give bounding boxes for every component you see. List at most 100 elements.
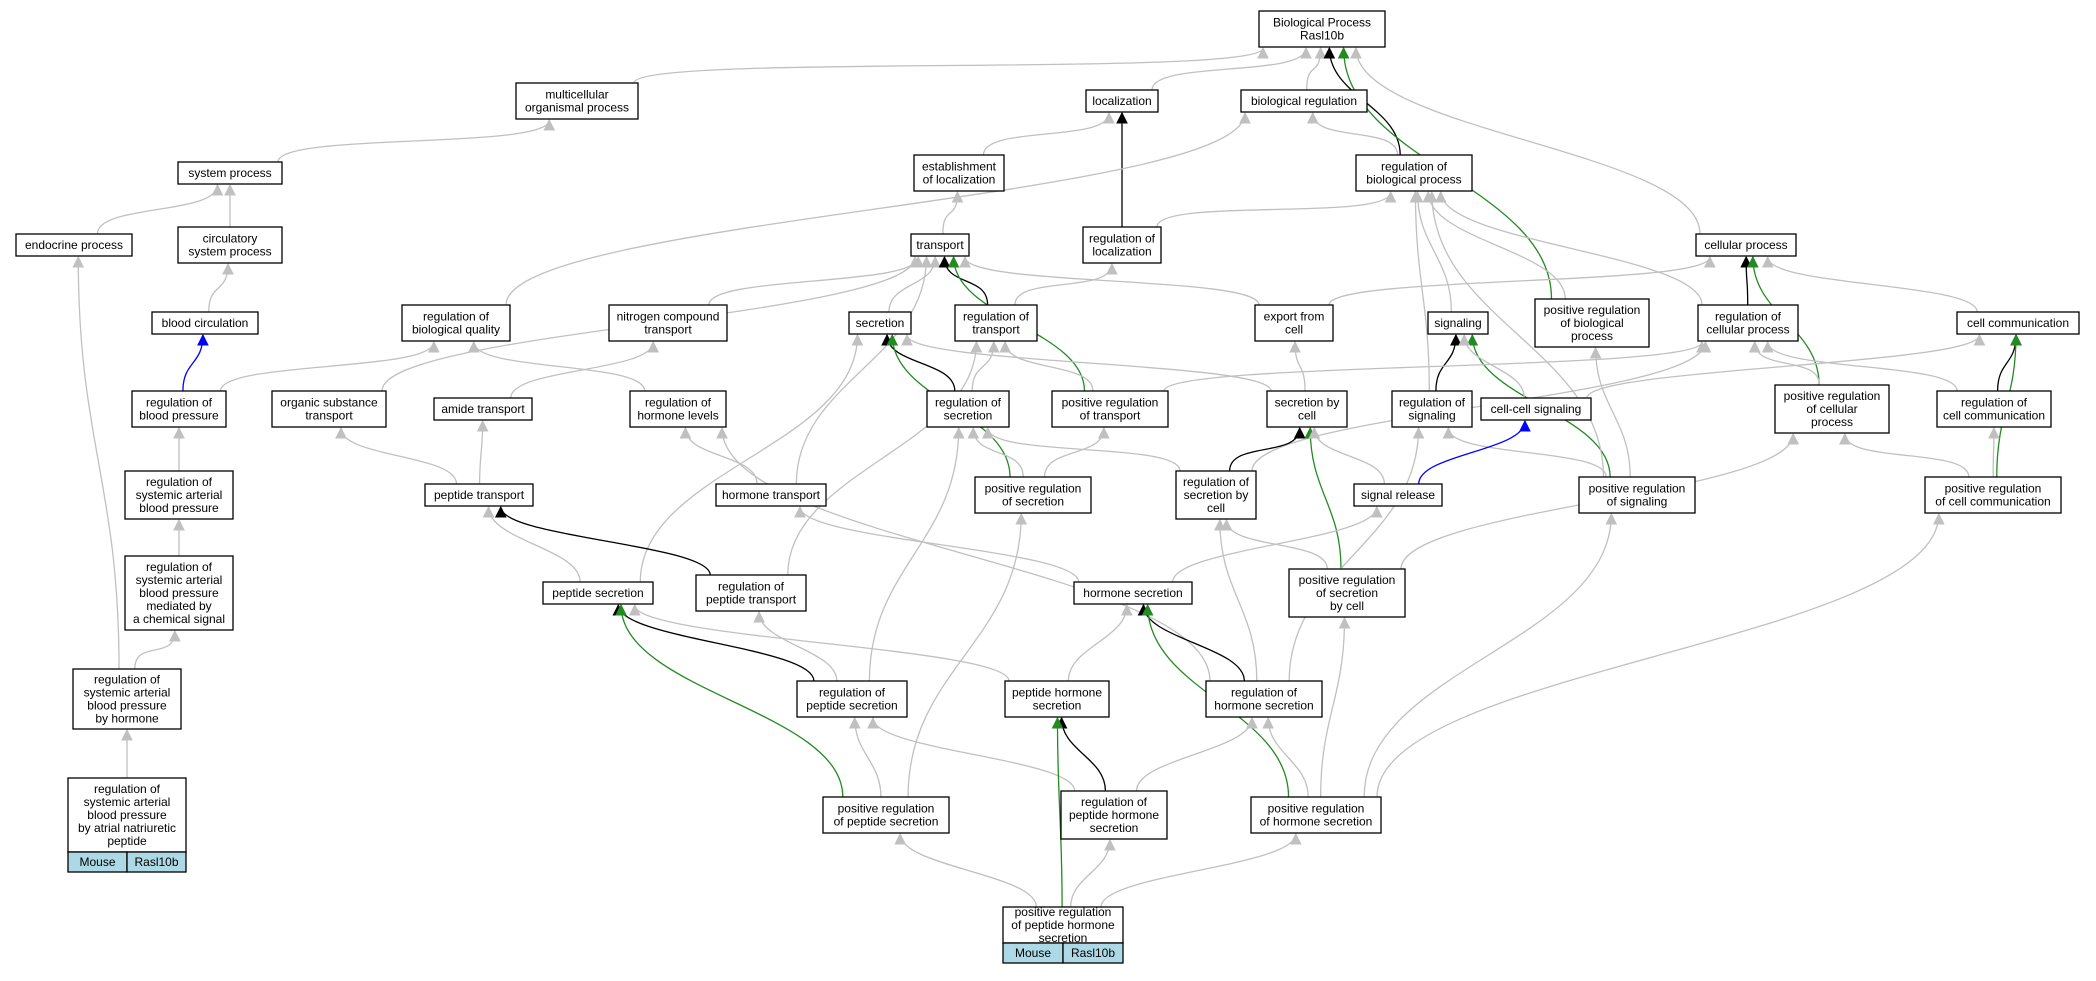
node-secretion[interactable]: secretion (848, 311, 912, 335)
node-label-line: regulation of (423, 310, 490, 324)
node-hormsec[interactable]: hormone secretion (1073, 581, 1193, 605)
node-box (177, 161, 283, 185)
node-label-line: by cell (1330, 599, 1364, 613)
node-cellproc[interactable]: cellular process (1695, 233, 1797, 257)
node-label-line: hormone transport (722, 488, 821, 502)
node-sysproc[interactable]: system process (177, 161, 283, 185)
node-label-line: of signaling (1607, 495, 1668, 509)
node-localization[interactable]: localization (1085, 89, 1159, 113)
node-peptrans[interactable]: peptide transport (424, 483, 534, 507)
node-label-line: peptide hormone (1012, 686, 1102, 700)
node-endocrine[interactable]: endocrine process (15, 233, 133, 257)
node-label-line: systemic arterial (136, 573, 223, 587)
edge-endocrine-to-sysproc (96, 183, 224, 235)
edge-regloc-to-regbio (1156, 190, 1397, 228)
node-label-line: of secretion (1316, 586, 1378, 600)
node-label-line: regulation of (1183, 475, 1250, 489)
edge-posregsig-to-regbio (1426, 190, 1605, 478)
node-box (926, 390, 1010, 428)
node-label-line: hormone levels (637, 409, 718, 423)
edge-secbycell-to-export (1289, 340, 1306, 392)
node-sigrelease[interactable]: signal release (1353, 483, 1443, 507)
node-label-line: Rasl10b (1300, 29, 1344, 43)
node-amide[interactable]: amide transport (433, 397, 533, 421)
edge-reghormsec-to-reghormlev (716, 426, 1211, 682)
node-bloodcirc[interactable]: blood circulation (151, 311, 259, 335)
edge-bloodcirc-to-circsys (208, 262, 234, 313)
node-bioreg[interactable]: biological regulation (1240, 89, 1368, 113)
edge-regsecbycell-to-regcell (1251, 340, 1712, 472)
edges-layer (72, 46, 2022, 908)
node-transport[interactable]: transport (910, 233, 970, 257)
node-box (608, 304, 728, 342)
edge-pephormsec-to-hormsec (1067, 603, 1133, 682)
node-box (913, 154, 1005, 192)
edge-posregsec-to-posregtrans (1043, 426, 1110, 478)
node-label-line: of biological (1560, 316, 1623, 330)
node-box (1051, 390, 1169, 428)
edge-posregpepsec-to-posregsec (907, 512, 1028, 798)
edge-regsysbphorm-to-endocrine (72, 255, 120, 670)
edge-regpepsec-to-regsec (868, 426, 965, 682)
edge-estloc-to-localization (982, 111, 1115, 156)
node-label-line: cell communication (1943, 409, 2045, 423)
node-box (542, 581, 654, 605)
node-label-line: regulation of (94, 782, 161, 796)
node-label-line: regulation of (1961, 396, 2028, 410)
node-box (131, 390, 227, 428)
node-cellcellsig[interactable]: cell-cell signaling (1480, 397, 1592, 421)
edge-regtrans-to-transport (938, 255, 989, 306)
edge-posregpepsec-to-pepsec (615, 603, 844, 798)
node-label-line: regulation of (1715, 310, 1782, 324)
node-box (177, 226, 283, 264)
node-cellcomm[interactable]: cell communication (1956, 311, 2080, 335)
edge-posregsig-to-regsig (1442, 426, 1607, 478)
node-signaling[interactable]: signaling (1427, 311, 1489, 335)
edge-regpephormsec-to-regpepsec (867, 716, 1076, 792)
node-pepsec[interactable]: peptide secretion (542, 581, 654, 605)
node-label-line: regulation of (1399, 396, 1466, 410)
node-label-line: positive regulation (1062, 396, 1159, 410)
tag-label: Mouse (1015, 946, 1051, 960)
node-hormtrans[interactable]: hormone transport (715, 483, 827, 507)
